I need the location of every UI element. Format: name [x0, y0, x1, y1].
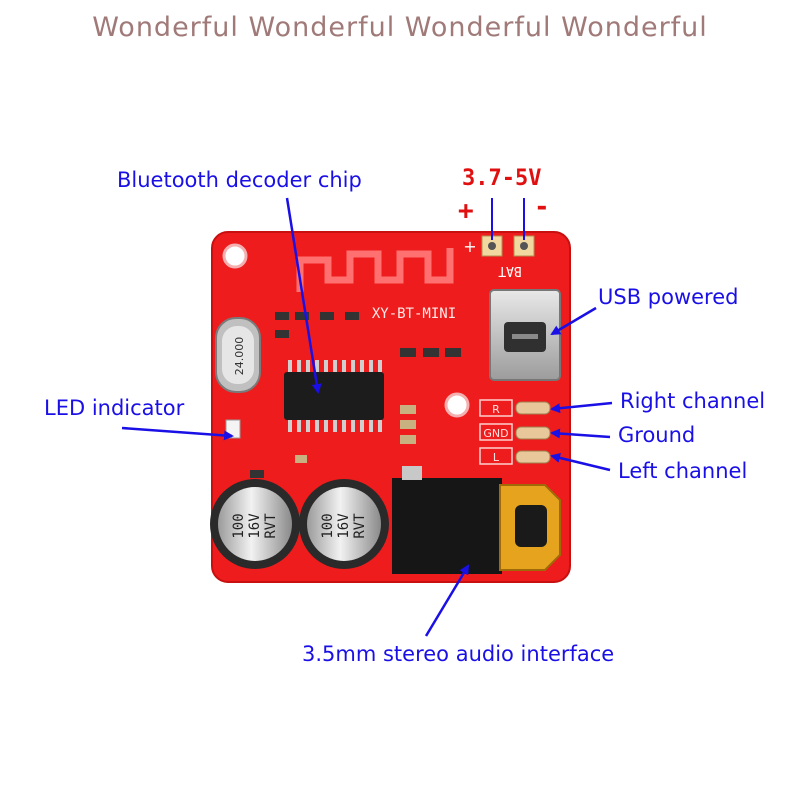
pad-right: [479, 399, 513, 417]
model-silkscreen: XY-BT-MINI: [372, 306, 456, 322]
usb-port: [489, 289, 561, 381]
label-usb: USB powered: [598, 285, 739, 309]
smd-component: [275, 330, 289, 338]
bat-silkscreen: BAT: [498, 263, 522, 278]
smd-component: [295, 312, 309, 320]
smd-component: [400, 420, 416, 429]
pad-ground-label: GND: [483, 427, 508, 440]
arrow-ground: [550, 428, 611, 439]
cap-right-line3: RVT: [352, 513, 368, 539]
arrow-left-channel: [550, 453, 611, 472]
arrow-chip: [285, 197, 322, 394]
smd-component: [295, 455, 307, 463]
smd-component: [320, 312, 334, 320]
smd-component: [445, 348, 461, 357]
plus-silkscreen: +: [463, 237, 476, 256]
label-chip: Bluetooth decoder chip: [117, 168, 362, 192]
arrow-audio: [424, 564, 470, 637]
arrow-right-channel: [550, 401, 613, 414]
cap-right-line1: 100: [320, 513, 336, 538]
arrow-usb: [550, 306, 597, 336]
crystal-text: 24.000: [233, 337, 246, 376]
smd-component: [423, 348, 439, 357]
watermark: Wonderful Wonderful Wonderful Wonderful: [92, 12, 708, 43]
voltage-label: 3.7-5V: [462, 166, 542, 191]
mounting-hole: [444, 392, 470, 418]
cap-right-line2: 16V: [336, 513, 352, 539]
mounting-hole: [222, 243, 248, 269]
voltage-minus-sign: -: [534, 192, 550, 222]
capacitor-left: [210, 479, 300, 569]
label-right-channel: Right channel: [620, 389, 766, 413]
smd-component: [250, 470, 264, 478]
pad-ground: [479, 423, 513, 441]
voltage-plus-sign: +: [458, 196, 474, 226]
smd-component: [400, 405, 416, 414]
label-ground: Ground: [618, 423, 696, 447]
cap-left-line2: 16V: [247, 513, 263, 539]
smd-component: [275, 312, 289, 320]
antenna-trace: [296, 248, 454, 292]
label-left-channel: Left channel: [618, 459, 748, 483]
pad-right-label: R: [492, 403, 500, 416]
audio-jack: [392, 466, 561, 574]
arrow-led: [121, 426, 234, 441]
pad-left: [479, 447, 513, 465]
cap-left-line1: 100: [231, 513, 247, 538]
label-led: LED indicator: [44, 396, 185, 420]
smd-component: [400, 435, 416, 444]
smd-component: [400, 348, 416, 357]
decoder-chip: [284, 360, 384, 432]
cap-left-line3: RVT: [263, 513, 279, 539]
smd-component: [345, 312, 359, 320]
capacitor-right: [299, 479, 389, 569]
crystal-oscillator: [215, 317, 261, 393]
pad-left-label: L: [493, 451, 500, 464]
label-audio: 3.5mm stereo audio interface: [302, 642, 615, 666]
